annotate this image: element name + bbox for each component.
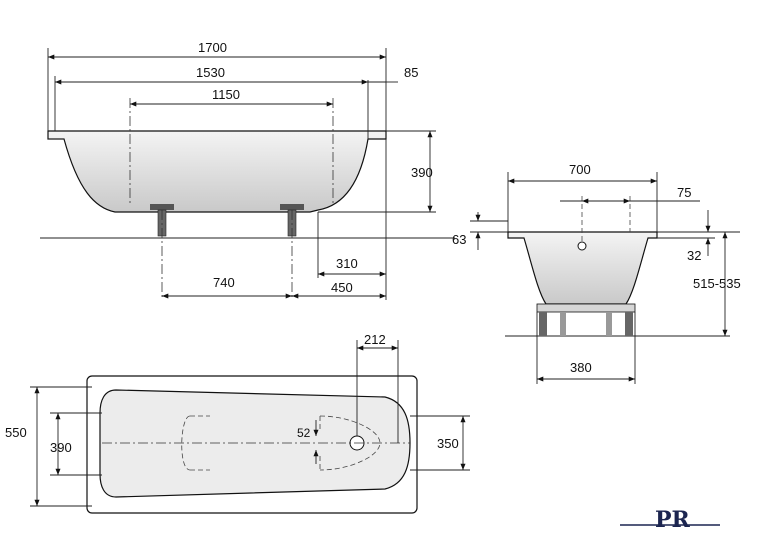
dim-foot-spacing: 740	[213, 275, 235, 290]
dim-bottom-width: 390	[50, 440, 72, 455]
dim-rim-height: 63	[452, 232, 466, 247]
top-view: 212 550 390 350 52	[5, 332, 470, 514]
pr-logo-letters: PR	[655, 507, 691, 533]
dim-foot-width: 380	[570, 360, 592, 375]
dim-head-width: 350	[437, 436, 459, 451]
dim-drain-offset-large: 450	[331, 280, 353, 295]
dim-rim-overhang: 85	[404, 65, 418, 80]
dim-depth: 390	[411, 165, 433, 180]
dim-overall-width: 550	[5, 425, 27, 440]
dim-bottom-length: 1150	[212, 87, 240, 102]
dim-overflow-offset: 75	[677, 185, 691, 200]
end-view: 700 75 63 32 515-535 380	[452, 162, 741, 384]
dim-inner-length: 1530	[196, 65, 225, 80]
dim-overall-length: 1700	[198, 40, 227, 55]
dim-drain-offset-small: 310	[336, 256, 358, 271]
dim-drain-diameter: 52	[297, 426, 311, 440]
dim-drain-distance: 212	[364, 332, 386, 347]
side-view: 1700 1530 85 1150 390 740 310 450	[40, 40, 455, 300]
dim-installed-height: 515-535	[693, 276, 741, 291]
dim-inner-width: 700	[569, 162, 591, 177]
dim-rim-thickness: 32	[687, 248, 701, 263]
pr-logo: PR	[620, 507, 720, 533]
